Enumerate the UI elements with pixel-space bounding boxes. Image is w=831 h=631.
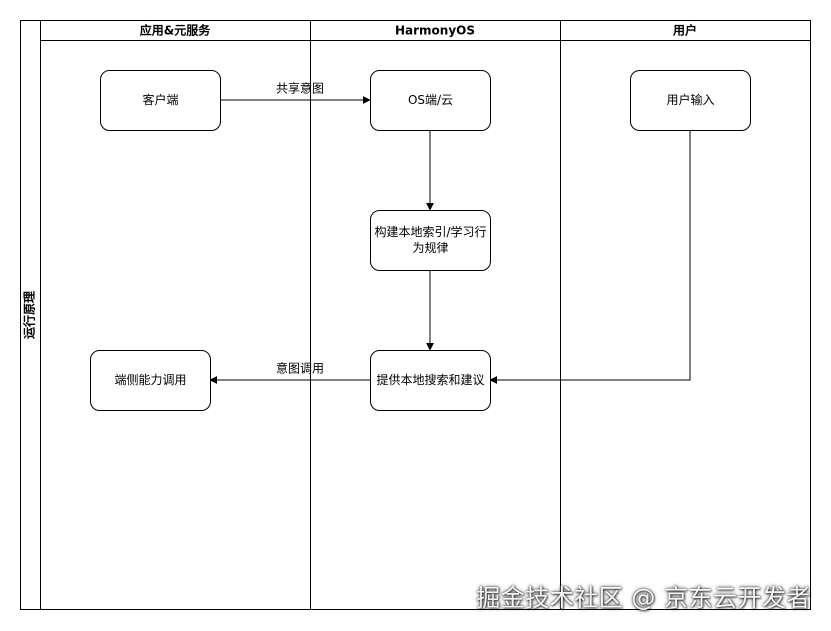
watermark: 掘金技术社区 @ 京东云开发者: [476, 584, 811, 612]
node-build-index-label-line-2: 为规律: [412, 240, 448, 255]
node-build-index-label-line-1: 构建本地索引/学习行: [374, 224, 486, 239]
node-os-cloud: OS端/云: [370, 70, 491, 131]
node-search-suggest: 提供本地搜索和建议: [370, 350, 491, 411]
node-client-label: 客户端: [142, 92, 178, 107]
edge-label-intent-call: 意图调用: [276, 361, 324, 376]
node-client: 客户端: [100, 70, 221, 131]
lane-title-app: 应用&元服务: [140, 23, 211, 38]
node-call-capability-label: 端侧能力调用: [114, 373, 186, 387]
node-search-suggest-label: 提供本地搜索和建议: [376, 372, 484, 387]
lane-title-user: 用户: [672, 23, 697, 38]
node-call-capability: 端侧能力调用: [90, 350, 211, 411]
edge-user-to-search: [489, 130, 691, 384]
node-user-input-label: 用户输入: [666, 92, 714, 107]
node-build-index: 构建本地索引/学习行 为规律: [370, 210, 491, 271]
node-user-input: 用户输入: [630, 70, 751, 131]
pool-title: 运行原理: [22, 291, 37, 339]
node-os-cloud-label: OS端/云: [408, 93, 453, 107]
edge-label-share-intent: 共享意图: [276, 81, 324, 96]
lane-title-os: HarmonyOS: [395, 24, 475, 38]
edges: [209, 96, 691, 384]
